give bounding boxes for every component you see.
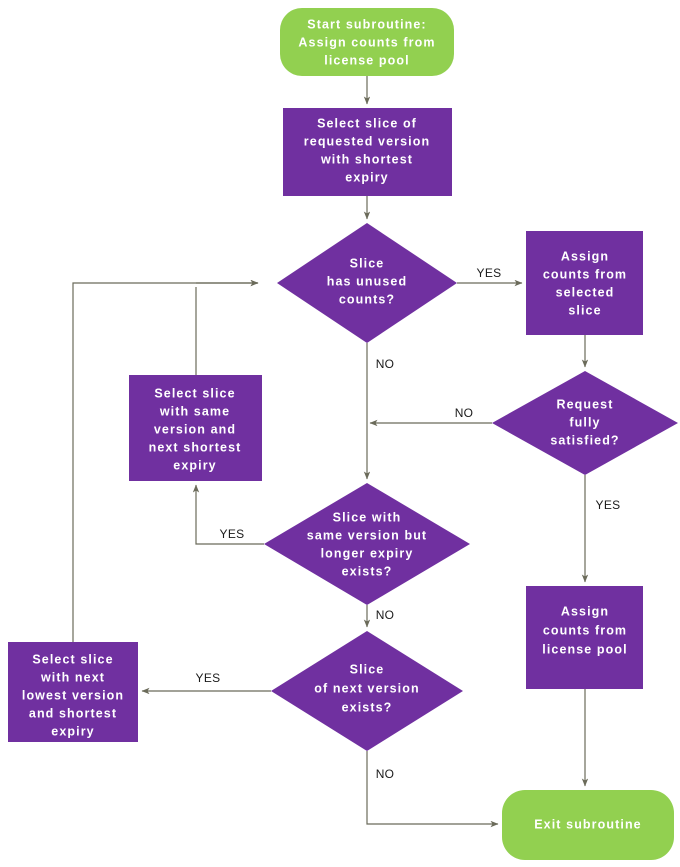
node-slice-next-version-exists[interactable]: Slice of next version exists? <box>271 631 463 751</box>
node-start[interactable]: Start subroutine: Assign counts from lic… <box>280 8 454 76</box>
same-version-longer-shape <box>264 483 470 605</box>
has-unused-line-2: has unused <box>327 274 407 288</box>
start-shape <box>280 8 454 76</box>
edge-label-layer: YES NO NO YES YES NO YES NO <box>196 266 621 781</box>
assign-selected-line-2: counts from <box>543 267 627 281</box>
same-version-longer-line-3: longer expiry <box>321 546 414 560</box>
select-same-next-line-4: next shortest <box>149 440 242 454</box>
select-same-next-line-1: Select slice <box>154 386 235 400</box>
node-slice-has-unused-counts[interactable]: Slice has unused counts? <box>277 223 457 343</box>
select-same-next-shape <box>129 375 262 481</box>
assign-selected-line-4: slice <box>568 303 601 317</box>
request-satisfied-line-3: satisfied? <box>550 433 619 447</box>
edge-label-next-yes: YES <box>196 671 221 685</box>
start-line-1: Start subroutine: <box>307 17 426 31</box>
start-line-2: Assign counts from <box>298 35 435 49</box>
select-next-lowest-line-3: lowest version <box>22 688 124 702</box>
node-select-next-lowest-version[interactable]: Select slice with next lowest version an… <box>8 642 138 742</box>
assign-pool-line-3: license pool <box>542 642 627 656</box>
node-same-version-longer-expiry[interactable]: Slice with same version but longer expir… <box>264 483 470 605</box>
select-next-lowest-shape <box>8 642 138 742</box>
select-shortest-line-3: with shortest <box>320 152 413 166</box>
select-next-lowest-line-1: Select slice <box>32 652 113 666</box>
connector-nextlowest-to-unused <box>72 279 259 642</box>
node-exit[interactable]: Exit subroutine <box>502 790 674 860</box>
assign-pool-line-1: Assign <box>561 604 609 618</box>
same-version-longer-line-1: Slice with <box>333 510 402 524</box>
assign-selected-shape <box>526 231 643 335</box>
assign-pool-shape <box>526 586 643 689</box>
connector-longer-yes <box>192 484 264 545</box>
connector-layer <box>72 76 589 828</box>
edge-label-satisfied-yes: YES <box>596 498 621 512</box>
next-version-shape <box>271 631 463 751</box>
select-next-lowest-line-4: and shortest <box>29 706 117 720</box>
edge-label-longer-yes: YES <box>220 527 245 541</box>
assign-pool-line-2: counts from <box>543 623 627 637</box>
select-next-lowest-line-5: expiry <box>51 724 94 738</box>
node-select-shortest-expiry[interactable]: Select slice of requested version with s… <box>283 108 452 196</box>
request-satisfied-line-1: Request <box>556 397 613 411</box>
request-satisfied-line-2: fully <box>569 415 600 429</box>
node-assign-counts-license-pool[interactable]: Assign counts from license pool <box>526 586 643 689</box>
select-shortest-shape <box>283 108 452 196</box>
select-shortest-line-2: requested version <box>304 134 430 148</box>
same-version-longer-line-2: same version but <box>307 528 427 542</box>
select-same-next-line-5: expiry <box>173 458 216 472</box>
edge-label-unused-yes: YES <box>477 266 502 280</box>
exit-shape <box>502 790 674 860</box>
select-shortest-line-1: Select slice of <box>317 116 417 130</box>
edge-label-longer-no: NO <box>376 608 395 622</box>
edge-label-unused-no: NO <box>376 357 395 371</box>
request-satisfied-shape <box>492 371 678 475</box>
node-request-fully-satisfied[interactable]: Request fully satisfied? <box>492 371 678 475</box>
edge-label-next-no: NO <box>376 767 395 781</box>
next-version-line-1: Slice <box>350 662 385 676</box>
next-version-line-3: exists? <box>342 700 393 714</box>
start-line-3: license pool <box>324 53 409 67</box>
node-assign-counts-selected-slice[interactable]: Assign counts from selected slice <box>526 231 643 335</box>
next-version-line-2: of next version <box>314 681 419 695</box>
node-select-same-version-next-shortest[interactable]: Select slice with same version and next … <box>129 375 262 481</box>
same-version-longer-line-4: exists? <box>342 564 393 578</box>
has-unused-shape <box>277 223 457 343</box>
select-same-next-line-2: with same <box>159 404 230 418</box>
assign-selected-line-3: selected <box>556 285 615 299</box>
connector-next-no-to-exit <box>366 751 499 828</box>
has-unused-line-1: Slice <box>350 256 385 270</box>
has-unused-line-3: counts? <box>339 292 395 306</box>
select-shortest-line-4: expiry <box>345 170 388 184</box>
select-same-next-line-3: version and <box>154 422 236 436</box>
select-next-lowest-line-2: with next <box>40 670 105 684</box>
edge-label-satisfied-no: NO <box>455 406 474 420</box>
exit-label: Exit subroutine <box>534 817 641 831</box>
assign-selected-line-1: Assign <box>561 249 609 263</box>
